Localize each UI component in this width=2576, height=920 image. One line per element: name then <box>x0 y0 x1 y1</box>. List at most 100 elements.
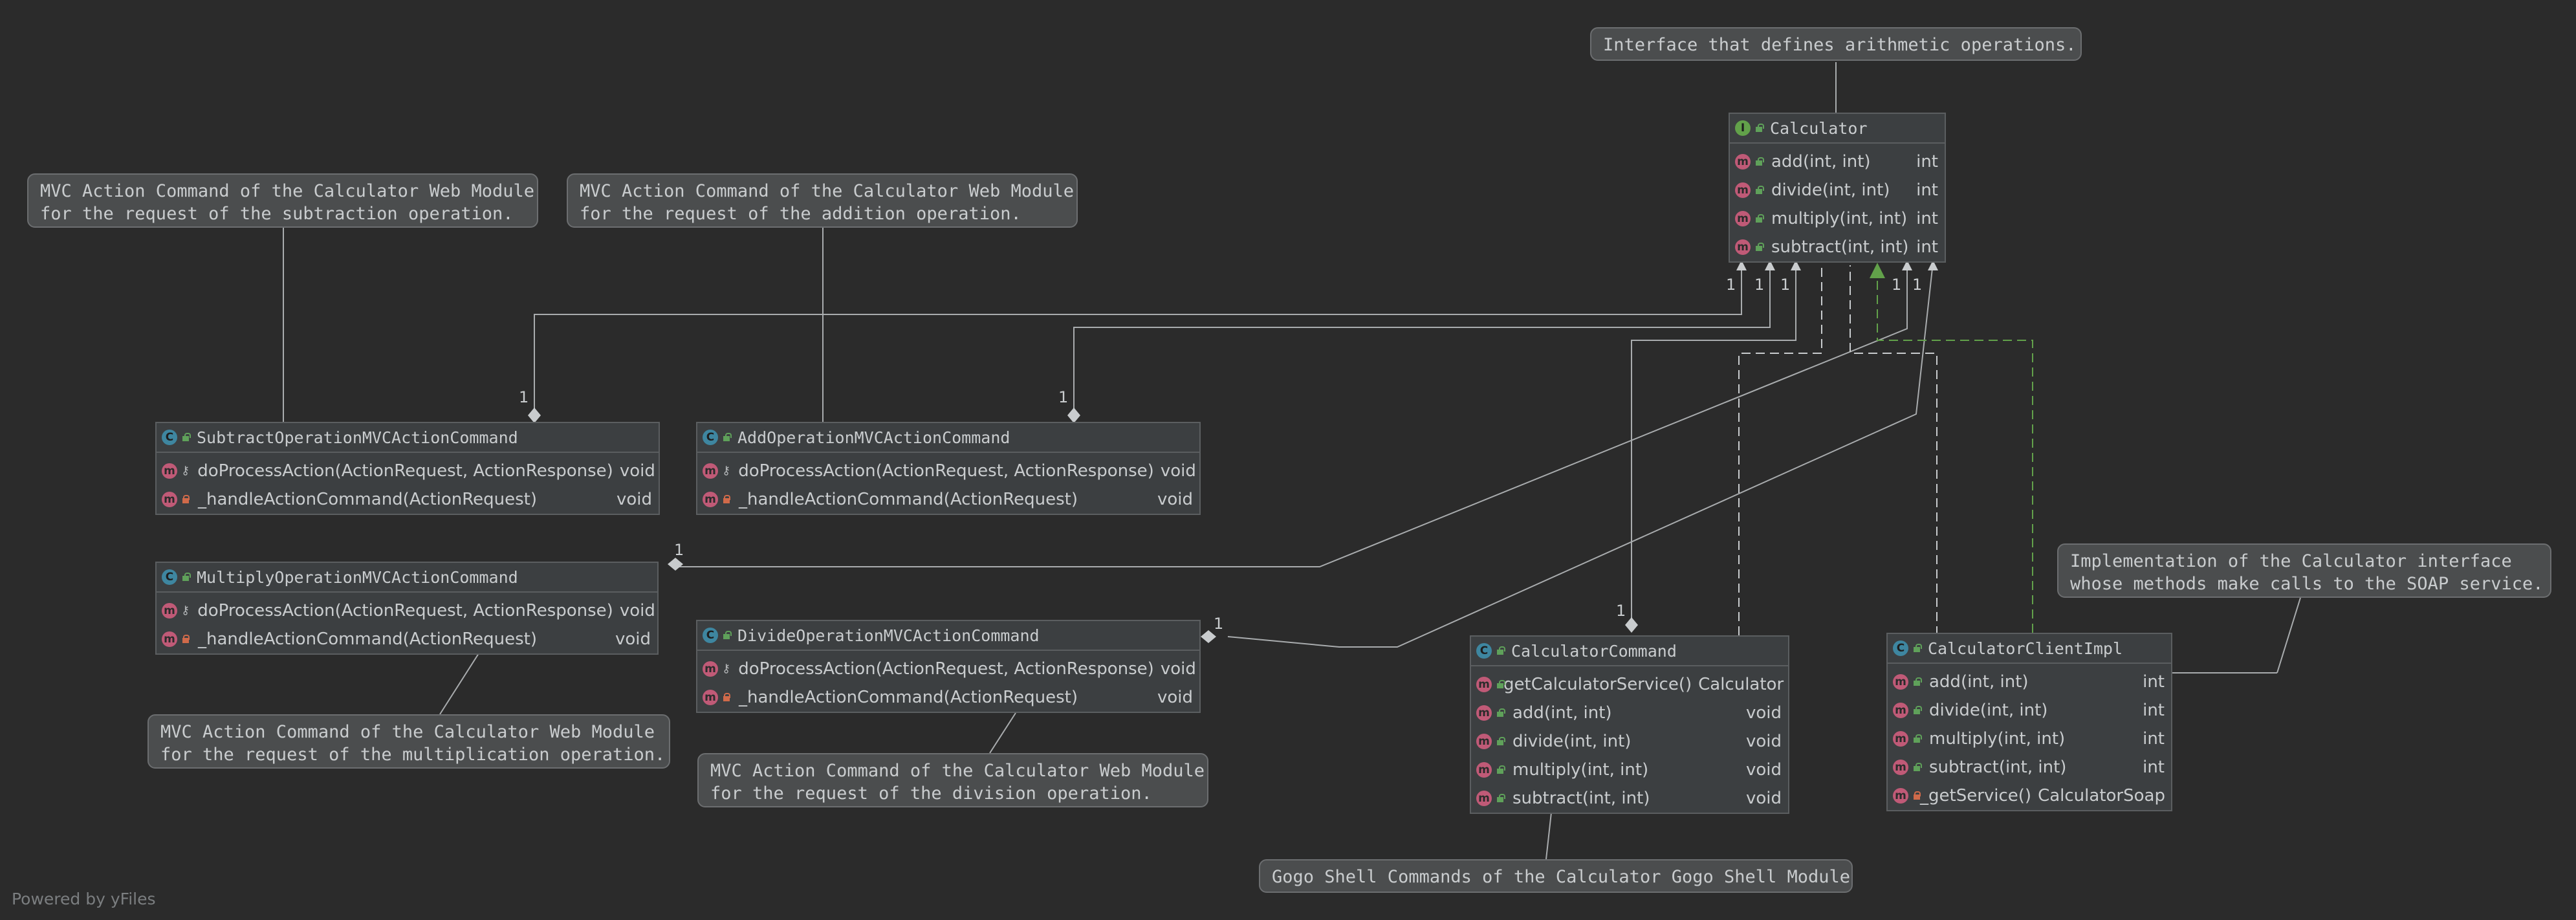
class-header: C CalculatorCommand <box>1471 637 1788 666</box>
method-icon: m <box>1476 762 1492 778</box>
method-icon: m <box>1735 154 1751 170</box>
member-row[interactable]: m⚷doProcessAction(ActionRequest, ActionR… <box>157 597 657 625</box>
member-row[interactable]: m⚷doProcessAction(ActionRequest, ActionR… <box>697 457 1199 485</box>
member-signature: _handleActionCommand(ActionRequest) <box>739 490 1078 509</box>
class-add-command[interactable]: C AddOperationMVCActionCommand m⚷doProce… <box>696 422 1201 515</box>
assoc-multiply-calculator <box>679 263 1908 567</box>
assoc-subtract-calculator <box>534 263 1742 411</box>
public-icon <box>1754 214 1764 223</box>
class-icon: C <box>703 628 718 643</box>
member-row[interactable]: m_handleActionCommand(ActionRequest)void <box>697 485 1199 514</box>
class-name: Calculator <box>1770 118 1868 138</box>
member-signature: getCalculatorService() <box>1503 675 1692 694</box>
member-signature: add(int, int) <box>1512 703 1612 723</box>
public-icon <box>1912 706 1922 715</box>
public-icon <box>181 573 191 582</box>
method-icon: m <box>703 463 718 479</box>
member-row[interactable]: m add(int, int) int <box>1888 668 2171 696</box>
class-divide-command[interactable]: C DivideOperationMVCActionCommand m⚷doPr… <box>696 620 1201 713</box>
multiplicity-label: 1 <box>1726 276 1736 294</box>
public-icon <box>1754 186 1764 195</box>
powered-by-label: Powered by yFiles <box>12 890 156 908</box>
method-icon: m <box>1893 760 1908 775</box>
member-row[interactable]: m_handleActionCommand(ActionRequest)void <box>157 625 657 653</box>
public-icon <box>722 631 732 640</box>
member-signature: doProcessAction(ActionRequest, ActionRes… <box>738 659 1154 679</box>
member-signature: add(int, int) <box>1929 672 2029 692</box>
member-row[interactable]: m⚷doProcessAction(ActionRequest, ActionR… <box>697 655 1199 683</box>
note-gogo: Gogo Shell Commands of the Calculator Go… <box>1259 859 1853 893</box>
composition-diamonds <box>528 408 1638 643</box>
method-icon: m <box>703 690 718 705</box>
member-signature: divide(int, int) <box>1771 181 1890 200</box>
member-row[interactable]: m ⚷ doProcessAction(ActionRequest, ActionR… <box>157 457 659 485</box>
multiplicity-label: 1 <box>1058 388 1069 406</box>
member-return: void <box>1745 703 1782 723</box>
member-row[interactable]: m_handleActionCommand(ActionRequest)void <box>157 485 659 514</box>
member-row[interactable]: m_handleActionCommand(ActionRequest)void <box>697 683 1199 712</box>
multiplicity-label: 1 <box>1912 276 1923 294</box>
member-return: int <box>2143 729 2165 749</box>
dependency-command-1 <box>1738 265 1822 635</box>
class-header: C MultiplyOperationMVCActionCommand <box>157 563 657 593</box>
public-icon <box>1496 765 1505 774</box>
member-signature: subtract(int, int) <box>1929 758 2067 777</box>
protected-icon: ⚷ <box>722 662 731 675</box>
private-icon <box>181 635 190 644</box>
method-icon: m <box>162 463 177 479</box>
member-return: void <box>1160 461 1196 481</box>
member-return: int <box>2143 701 2165 720</box>
public-icon <box>1496 646 1505 655</box>
method-icon: m <box>1893 674 1908 690</box>
class-header: C AddOperationMVCActionCommand <box>697 423 1199 453</box>
method-icon: m <box>162 603 177 619</box>
member-signature: divide(int, int) <box>1512 732 1632 751</box>
class-icon: C <box>162 569 177 585</box>
member-return: int <box>1916 209 1938 228</box>
method-icon: m <box>162 492 177 507</box>
member-return: void <box>616 490 652 509</box>
interface-icon: I <box>1735 120 1751 136</box>
assoc-command-calculator <box>1631 263 1796 619</box>
dependency-command-2 <box>1850 265 1937 635</box>
multiplicity-label: 1 <box>1616 602 1626 620</box>
member-row[interactable]: m_getService()CalculatorSoap <box>1888 782 2171 810</box>
member-return: int <box>2143 672 2165 692</box>
member-return: void <box>1160 659 1196 679</box>
class-subtract-command[interactable]: C SubtractOperationMVCActionCommand m ⚷ do… <box>155 422 660 515</box>
member-signature: doProcessAction(ActionRequest, ActionRes… <box>197 461 613 481</box>
public-icon <box>722 433 732 442</box>
multiplicity-label: 1 <box>519 388 529 406</box>
class-multiply-command[interactable]: C MultiplyOperationMVCActionCommand m⚷do… <box>155 562 659 655</box>
class-icon: C <box>162 430 177 445</box>
public-icon <box>1912 677 1922 686</box>
member-signature: doProcessAction(ActionRequest, ActionRes… <box>738 461 1154 481</box>
class-name: DivideOperationMVCActionCommand <box>737 626 1040 645</box>
member-signature: add(int, int) <box>1771 152 1871 171</box>
note-connector-divide <box>989 712 1016 754</box>
note-add: MVC Action Command of the Calculator Web… <box>567 173 1078 228</box>
public-icon <box>1496 737 1505 746</box>
protected-icon: ⚷ <box>181 464 190 477</box>
member-signature: divide(int, int) <box>1929 701 2048 720</box>
method-icon: m <box>1476 734 1492 749</box>
public-icon <box>1754 243 1764 252</box>
class-header: C SubtractOperationMVCActionCommand <box>157 423 659 453</box>
member-signature: subtract(int, int) <box>1512 789 1650 808</box>
